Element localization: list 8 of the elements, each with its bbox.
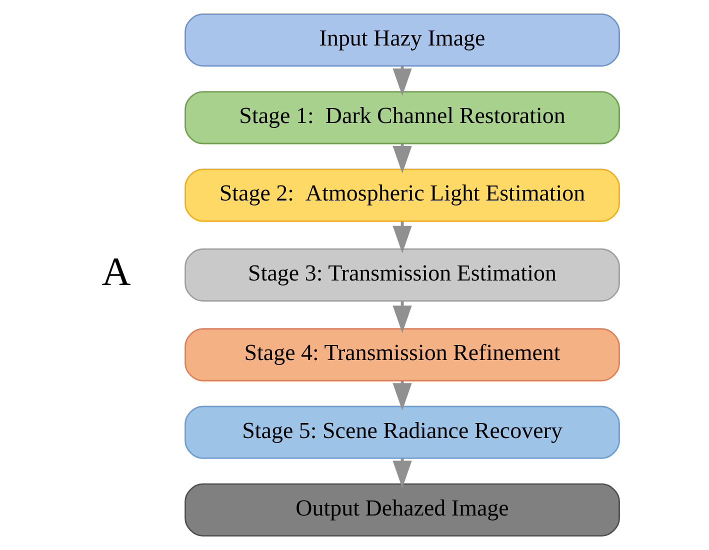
node-box: Input Hazy Image [184,13,620,67]
node-box: Stage 3: Transmission Estimation [184,248,620,302]
node-box: Output Dehazed Image [184,483,620,537]
node-box: Stage 5: Scene Radiance Recovery [184,406,620,459]
label: A [102,248,131,294]
node-box: Stage 2: Atmospheric Light Estimation [184,168,620,222]
node-box: Stage 1: Dark Channel Restoration [184,91,620,144]
node-box: Stage 4: Transmission Refinement [184,328,620,382]
